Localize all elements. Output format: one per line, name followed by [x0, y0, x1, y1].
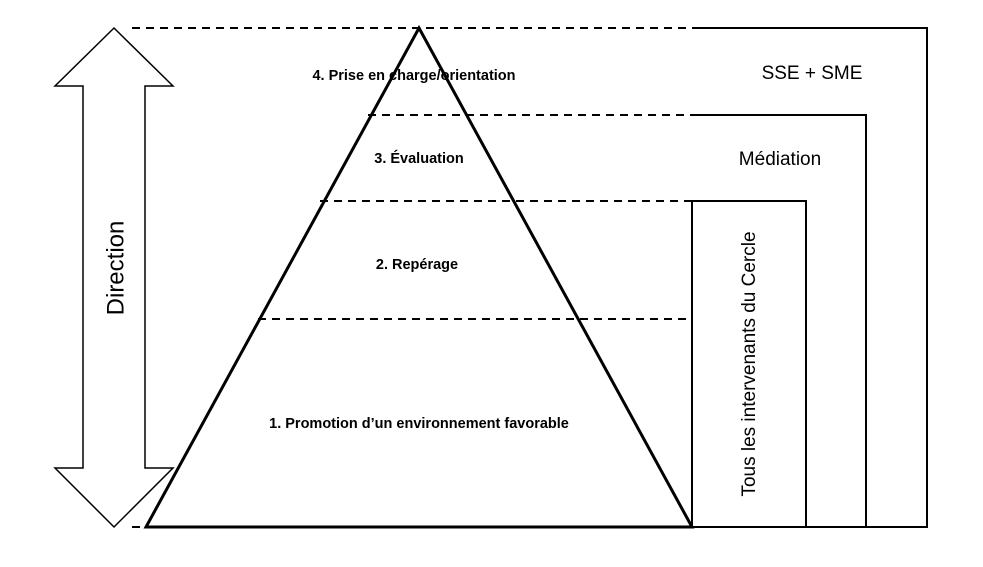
level-4-label: 4. Prise en charge/orientation — [312, 68, 515, 84]
direction-double-arrow — [53, 26, 175, 529]
level-2-label: 2. Repérage — [376, 257, 458, 273]
box-sse-sme — [692, 27, 928, 528]
box-sse-sme-label: SSE + SME — [762, 63, 863, 84]
direction-label: Direction — [102, 221, 129, 316]
level-3-label: 3. Évaluation — [374, 150, 463, 167]
pyramid-triangle — [143, 24, 695, 529]
box-mediation — [692, 114, 867, 527]
box-intervenants-label: Tous les intervenants du Cercle — [739, 231, 760, 496]
level-1-label: 1. Promotion d’un environnement favorabl… — [269, 416, 569, 432]
box-intervenants — [691, 200, 807, 528]
box-mediation-label: Médiation — [739, 149, 821, 170]
